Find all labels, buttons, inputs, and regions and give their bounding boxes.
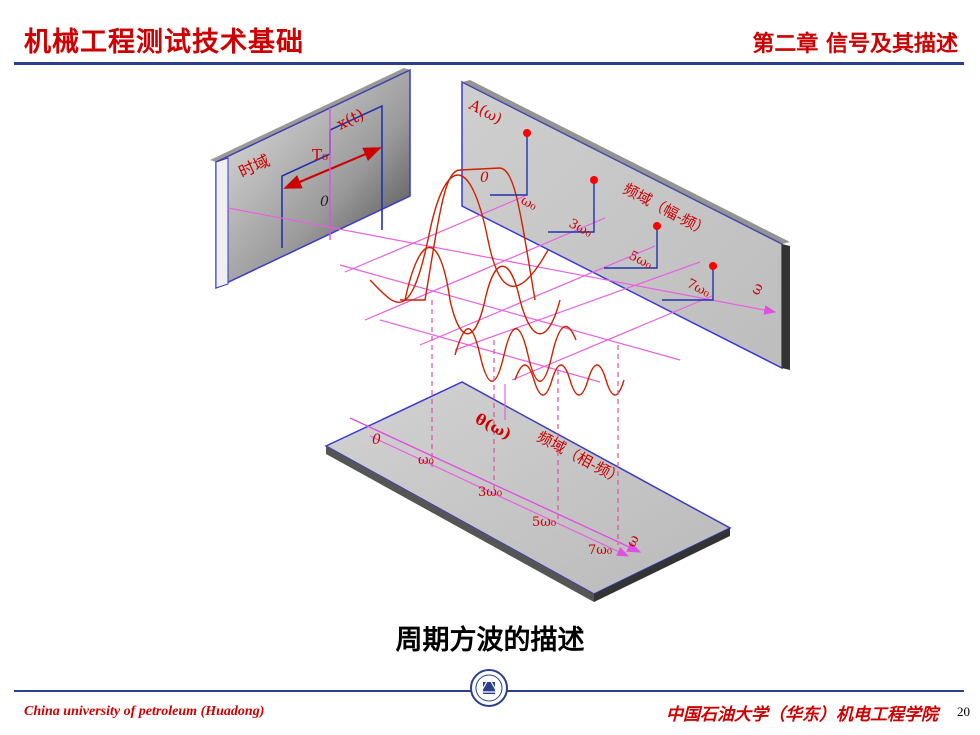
course-title: 机械工程测试技术基础 [24, 27, 304, 58]
harmonic-waves [369, 167, 625, 396]
footer-university-cn: 中国石油大学（华东）机电工程学院 [666, 705, 938, 725]
phase-origin-label: 0 [372, 432, 381, 448]
amplitude-lines [490, 135, 714, 301]
time-origin-label: 0 [320, 194, 329, 210]
header-rule [14, 62, 964, 65]
period-label: T₀ [312, 146, 328, 164]
amp-h1-label: ω₀ [518, 193, 539, 214]
phase-h1-label: ω₀ [418, 453, 434, 468]
amp-origin-label: 0 [480, 170, 489, 186]
phase-spectrum-panel [324, 381, 732, 602]
projection-lines [431, 300, 619, 545]
phase-h3-label: 3ω₀ [478, 485, 502, 500]
university-logo-icon [470, 669, 508, 707]
grid-lines [227, 195, 777, 557]
phase-h7-label: 7ω₀ [588, 543, 612, 558]
page-number: 20 [957, 704, 970, 719]
figure-caption: 周期方波的描述 [395, 625, 585, 656]
footer-university-en: China university of petroleum (Huadong) [24, 704, 265, 719]
phase-omega-axis [349, 417, 642, 553]
amplitude-spectrum-panel [461, 80, 790, 370]
chapter-title: 第二章 信号及其描述 [752, 31, 958, 57]
amplitude-dots [523, 129, 717, 270]
phase-h5-label: 5ω₀ [532, 515, 556, 530]
time-domain-panel [210, 68, 411, 290]
